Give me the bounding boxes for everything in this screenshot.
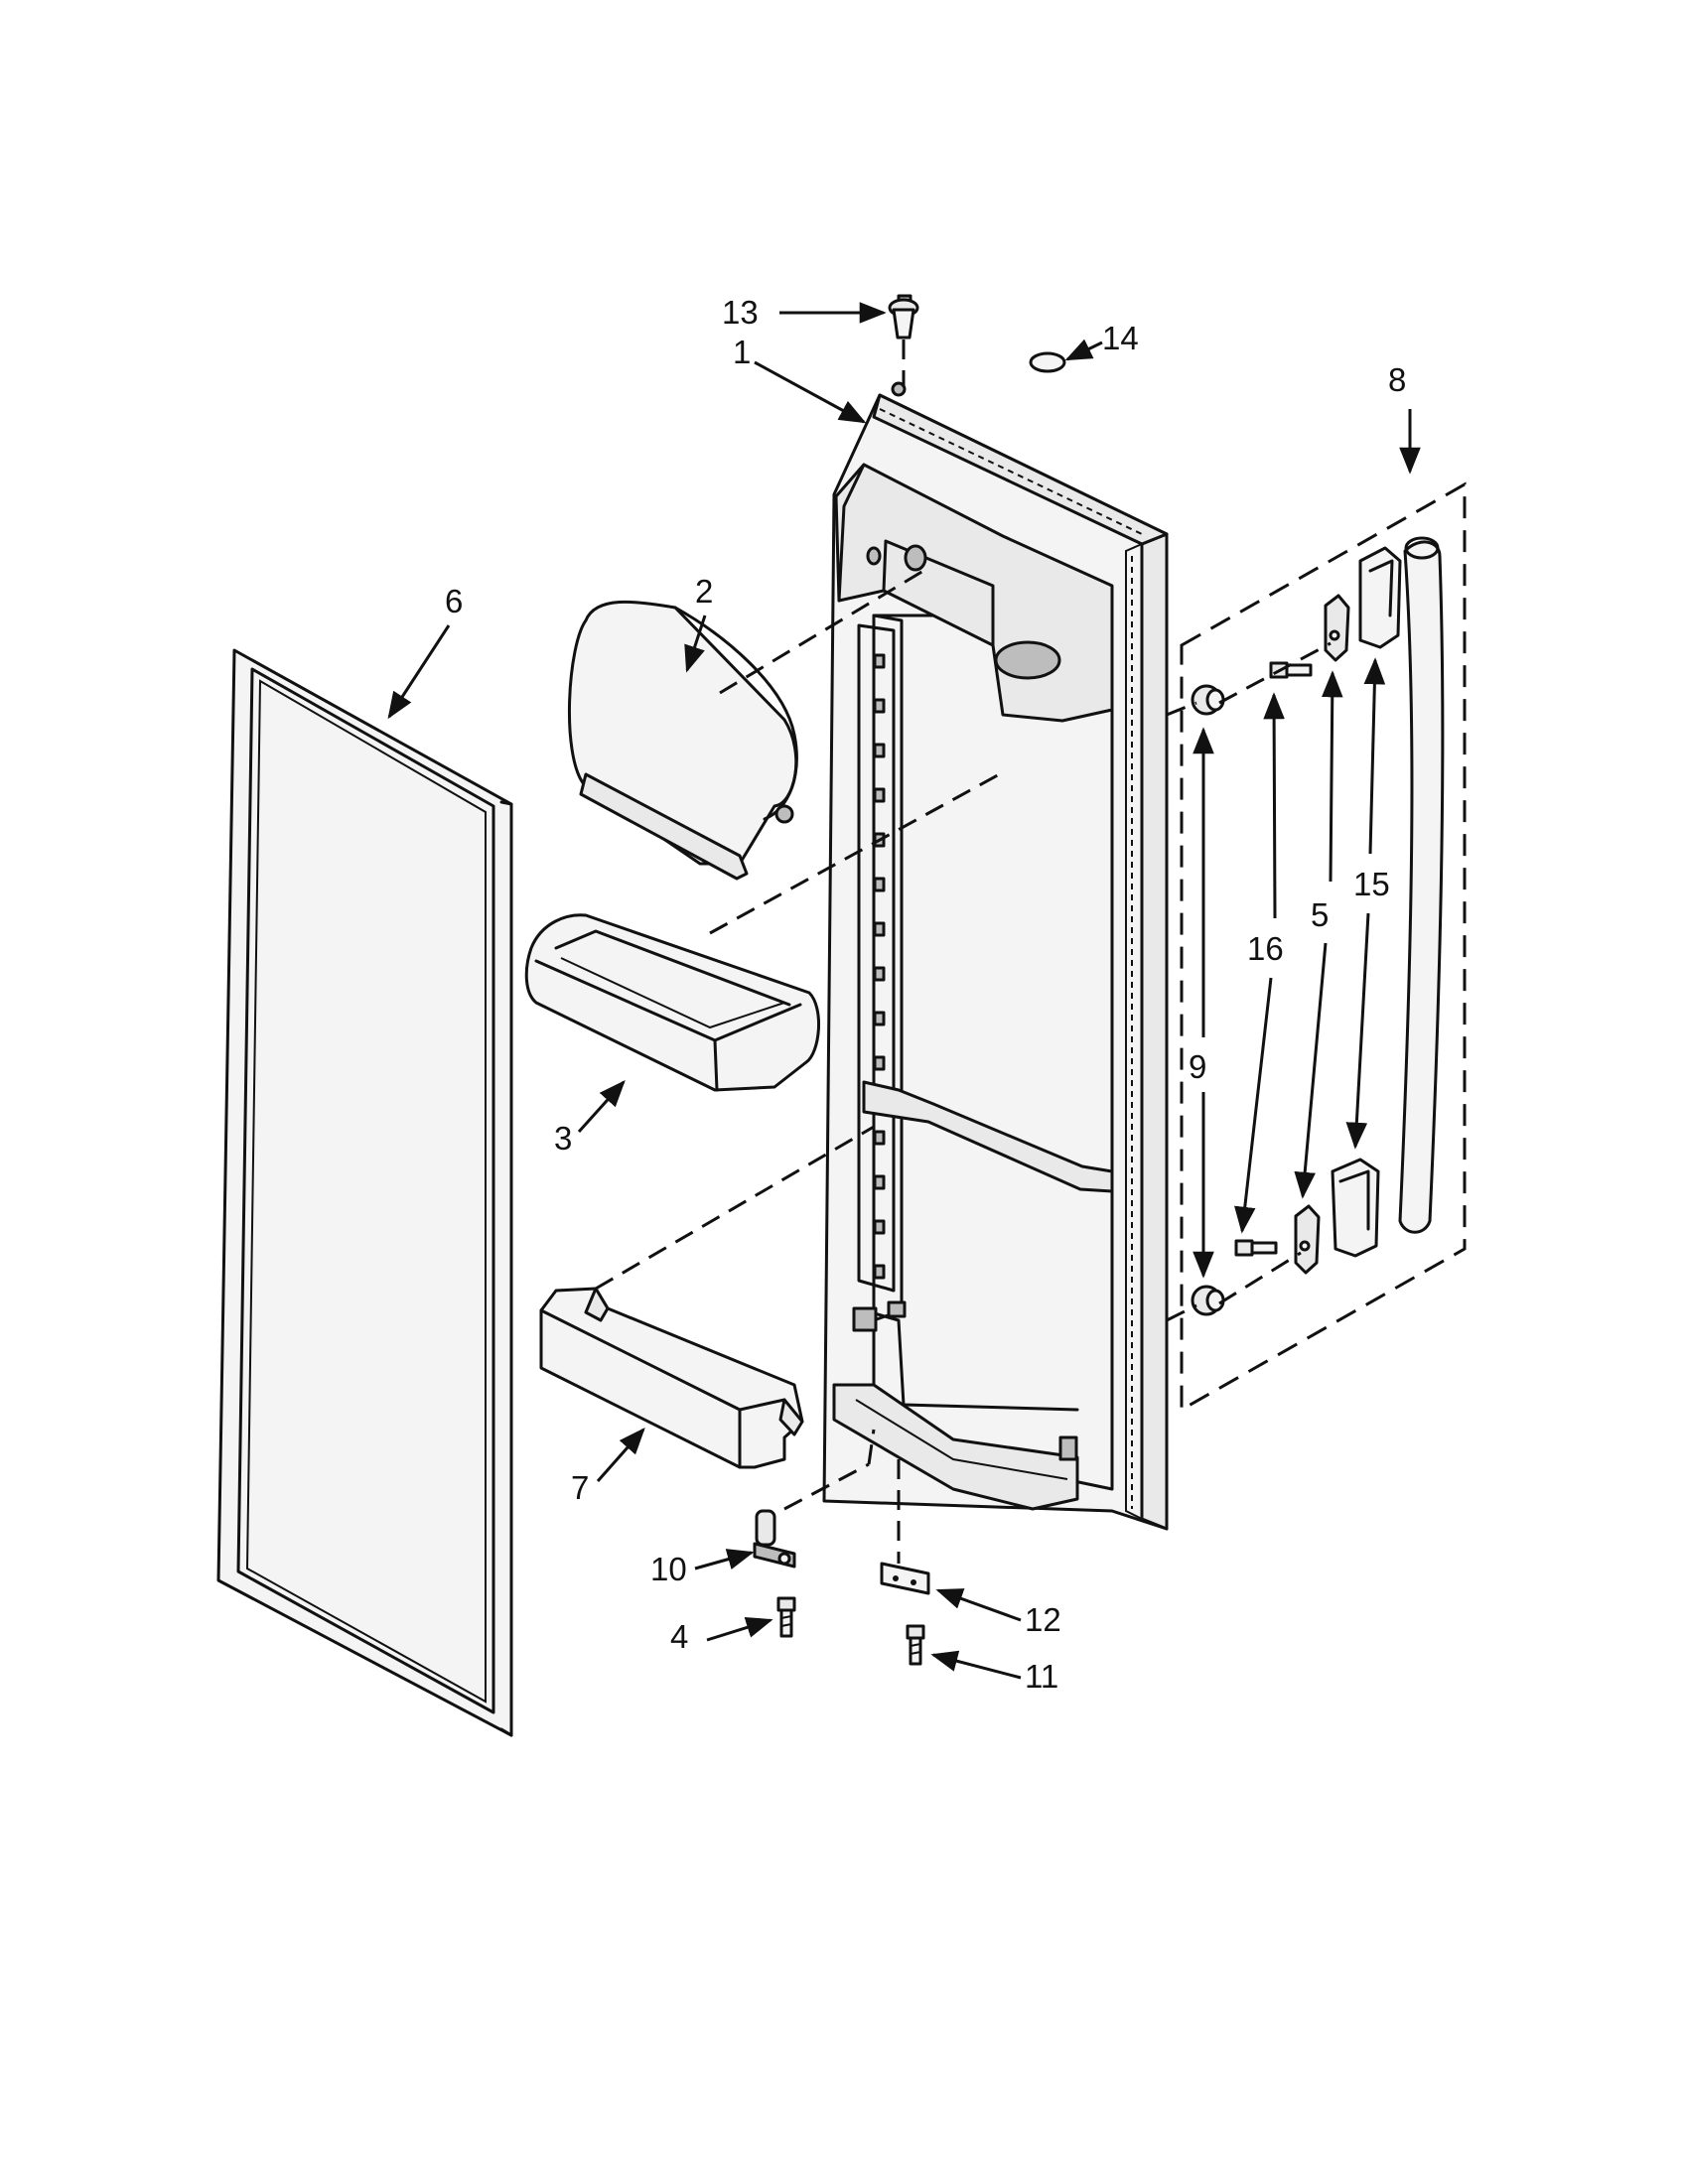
label-part-14: 14: [1102, 320, 1139, 356]
door-bin-part-3: [524, 913, 820, 1092]
label-part-16: 16: [1247, 930, 1284, 967]
label-part-2: 2: [695, 573, 713, 610]
button-plug-part-14: [1029, 351, 1066, 373]
handle-end-cap-bottom-part-15: [1331, 1158, 1380, 1258]
bracket-top-part-5: [1324, 594, 1350, 662]
label-part-12: 12: [1025, 1601, 1061, 1638]
bracket-bottom-part-5: [1294, 1204, 1321, 1275]
label-part-11: 11: [1025, 1658, 1058, 1695]
door-shelf-part-7: [539, 1287, 804, 1469]
door-handle: [1398, 536, 1445, 1234]
label-part-10: 10: [650, 1551, 687, 1587]
callout-arrows: [387, 302, 1421, 1680]
handle-end-cap-top-part-15: [1358, 546, 1402, 649]
screw-bottom-part-16: [1234, 1239, 1278, 1257]
dairy-door-part-2: [567, 600, 798, 881]
label-part-9: 9: [1189, 1048, 1206, 1085]
screw-part-11: [906, 1624, 925, 1666]
label-part-6: 6: [445, 583, 463, 619]
label-part-15: 15: [1353, 866, 1390, 902]
label-part-3: 3: [554, 1120, 572, 1157]
label-part-7: 7: [571, 1469, 589, 1506]
rail-bumps: [873, 653, 886, 1280]
hinge-plate-part-12: [880, 1562, 930, 1595]
label-part-4: 4: [670, 1618, 688, 1655]
assembly-lines: [595, 340, 1332, 1564]
hinge-pin-part-10: [753, 1509, 796, 1569]
screw-part-4: [776, 1596, 796, 1638]
label-part-13: 13: [722, 294, 759, 331]
door-liner-part-1: [822, 294, 1169, 1531]
handle-assembly-box-part-8: [1180, 481, 1467, 1413]
spacer-bottom-part-9: [1191, 1285, 1225, 1316]
label-part-5: 5: [1311, 896, 1329, 933]
label-part-8: 8: [1388, 361, 1406, 398]
spacer-top-part-9: [1191, 684, 1225, 716]
plug-part-13: [888, 298, 919, 340]
label-part-1: 1: [733, 334, 751, 370]
door-gasket-part-6: [216, 648, 513, 1737]
part-labels: 13 1 14 8 2 6 5 15 16 9 3 7 10 4 12 11: [445, 294, 1406, 1695]
